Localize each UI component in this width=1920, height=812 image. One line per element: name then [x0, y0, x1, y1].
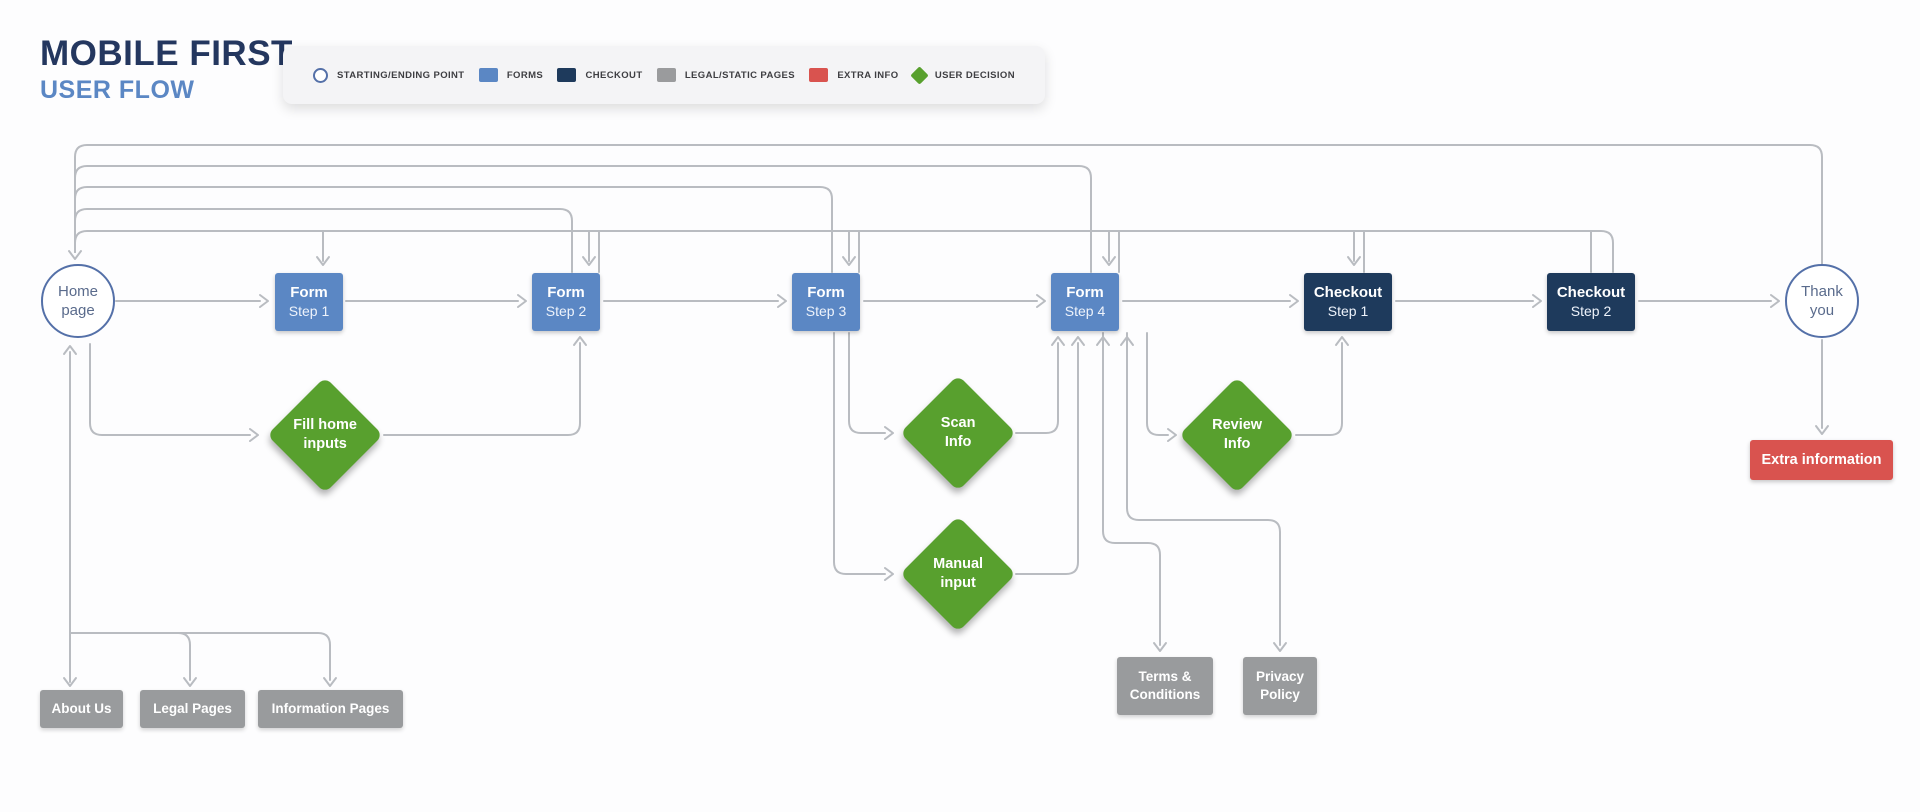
- forms-swatch-icon: [478, 68, 498, 82]
- node-legal-pages: Legal Pages: [140, 690, 245, 728]
- legend-label: USER DECISION: [934, 69, 1015, 81]
- node-label: Terms &: [1138, 668, 1192, 684]
- node-label: Scan: [940, 415, 976, 432]
- node-sublabel: inputs: [303, 436, 347, 452]
- node-label: you: [1809, 302, 1835, 319]
- node-form-step-4: Form Step 4: [1051, 273, 1119, 331]
- back-rails: [74, 144, 1823, 273]
- node-label: Information Pages: [271, 700, 390, 716]
- legend-label: LEGAL/STATIC PAGES: [684, 69, 795, 81]
- node-sublabel: Step 3: [805, 302, 847, 319]
- legend-label: CHECKOUT: [585, 69, 643, 81]
- extra-info-swatch-icon: [809, 68, 829, 82]
- legend-item-extra: EXTRA INFO: [809, 68, 898, 82]
- legend-item-legal: LEGAL/STATIC PAGES: [656, 68, 795, 82]
- node-extra-information: Extra information: [1750, 440, 1893, 480]
- node-sublabel: Step 1: [288, 302, 330, 319]
- node-label: Manual: [933, 556, 983, 573]
- branch-edges: [69, 332, 1823, 683]
- start-end-point-icon: [313, 67, 328, 83]
- legend-item-forms: FORMS: [478, 68, 544, 82]
- node-thank-you: Thank you: [1785, 264, 1859, 338]
- node-home-page: Home page: [41, 264, 115, 338]
- node-label: Home: [57, 282, 98, 300]
- node-label: Fill home: [293, 417, 357, 434]
- node-form-step-1: Form Step 1: [275, 273, 343, 331]
- node-checkout-step-1: Checkout Step 1: [1304, 273, 1392, 331]
- page-title: MOBILE FIRST: [40, 34, 293, 73]
- node-terms-conditions: Terms & Conditions: [1117, 657, 1213, 715]
- node-label: Privacy: [1255, 668, 1305, 684]
- legend-item-start-end: STARTING/ENDING POINT: [313, 67, 465, 83]
- checkout-swatch-icon: [557, 68, 577, 82]
- decision-label: Scan Info: [903, 414, 1013, 452]
- legend-item-checkout: CHECKOUT: [557, 68, 642, 82]
- node-label: Checkout: [1313, 283, 1383, 301]
- node-form-step-2: Form Step 2: [532, 273, 600, 331]
- node-label: Review: [1212, 417, 1262, 434]
- node-label: Form: [547, 283, 585, 301]
- node-label: Checkout: [1556, 283, 1626, 301]
- node-label: Form: [1066, 283, 1104, 301]
- legend-panel: STARTING/ENDING POINT FORMS CHECKOUT LEG…: [283, 46, 1045, 104]
- legend-item-decision: USER DECISION: [910, 65, 1015, 85]
- node-sublabel: Step 1: [1327, 302, 1369, 319]
- legal-swatch-icon: [656, 68, 676, 82]
- node-sublabel: Info: [944, 434, 972, 450]
- node-label: About Us: [51, 700, 112, 716]
- node-information-pages: Information Pages: [258, 690, 403, 728]
- node-sublabel: Policy: [1260, 687, 1300, 702]
- node-label: page: [61, 302, 95, 319]
- node-checkout-step-2: Checkout Step 2: [1547, 273, 1635, 331]
- node-form-step-3: Form Step 3: [792, 273, 860, 331]
- node-label: Form: [290, 283, 328, 301]
- node-about-us: About Us: [40, 690, 123, 728]
- node-sublabel: Conditions: [1129, 687, 1201, 702]
- decision-label: Fill home inputs: [270, 416, 380, 454]
- node-sublabel: Step 2: [545, 302, 587, 319]
- page-subtitle: USER FLOW: [40, 76, 195, 104]
- node-sublabel: Step 2: [1570, 302, 1612, 319]
- legend-label: STARTING/ENDING POINT: [337, 69, 465, 81]
- node-sublabel: input: [940, 575, 976, 591]
- decision-label: Review Info: [1182, 416, 1292, 454]
- decision-label: Manual input: [903, 555, 1013, 593]
- node-sublabel: Step 4: [1064, 302, 1106, 319]
- legend-label: EXTRA INFO: [837, 69, 899, 81]
- legend-label: FORMS: [506, 69, 544, 81]
- node-label: Form: [807, 283, 845, 301]
- node-privacy-policy: Privacy Policy: [1243, 657, 1317, 715]
- node-label: Legal Pages: [153, 700, 232, 716]
- node-label: Thank: [1801, 282, 1843, 300]
- node-sublabel: Info: [1223, 436, 1251, 452]
- node-label: Extra information: [1761, 452, 1882, 468]
- arrowheads: [63, 250, 1829, 687]
